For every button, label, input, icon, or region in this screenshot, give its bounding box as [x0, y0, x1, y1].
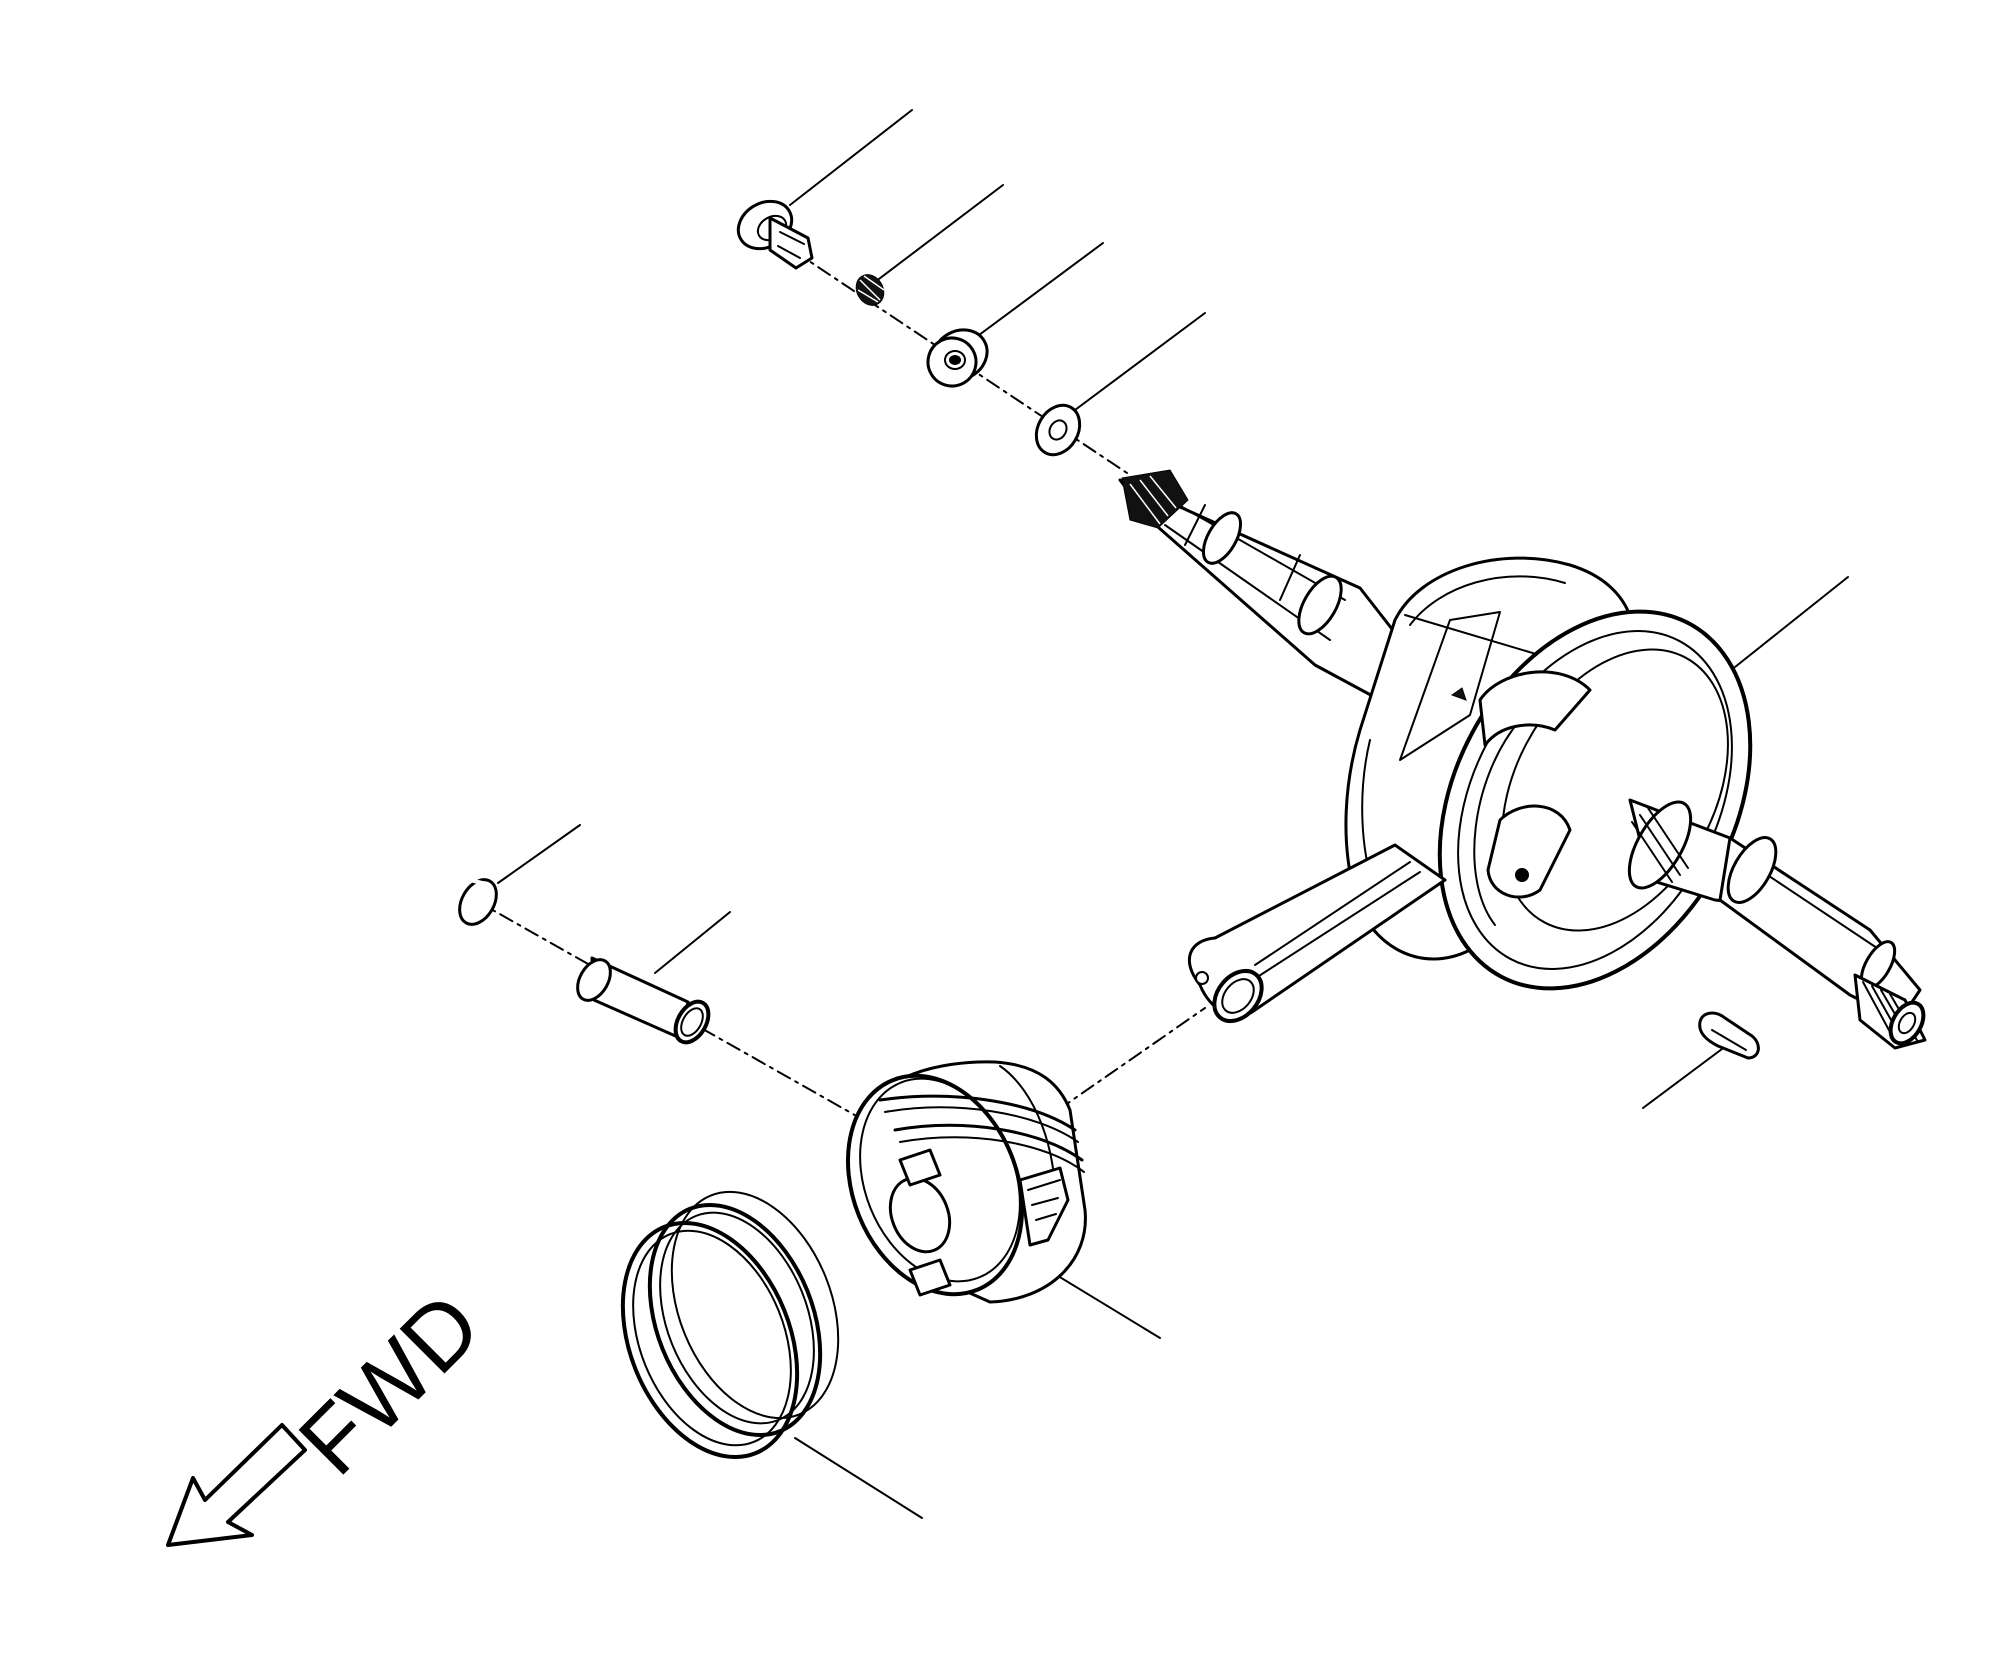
crankshaft-assembly-icon — [1118, 469, 1927, 1050]
collar-nut-icon — [926, 328, 989, 388]
connecting-rod-icon — [1187, 843, 1447, 1024]
leader-pawl — [789, 109, 913, 206]
woodruff-key-icon — [1698, 1011, 1760, 1060]
piston-clip-icon — [458, 878, 498, 926]
spring-icon — [855, 274, 885, 306]
piston-pin-icon — [576, 956, 711, 1045]
leader-washer — [1074, 312, 1206, 411]
washer-icon — [1034, 403, 1082, 457]
leader-pin — [654, 911, 731, 974]
leader-rings — [794, 1437, 923, 1519]
piston-ring-set-icon — [620, 1190, 840, 1460]
piston-icon — [845, 1060, 1087, 1304]
leader-crankshaft — [1724, 576, 1849, 676]
starter-pawl-icon — [736, 199, 814, 270]
direction-label: FWD — [280, 1274, 500, 1494]
leader-key — [1642, 1042, 1731, 1109]
leader-collar — [974, 242, 1104, 339]
callout-leaders — [497, 109, 1849, 1519]
leader-clip — [497, 824, 581, 884]
forward-arrow-icon — [166, 1423, 307, 1547]
leader-spring — [874, 184, 1004, 283]
